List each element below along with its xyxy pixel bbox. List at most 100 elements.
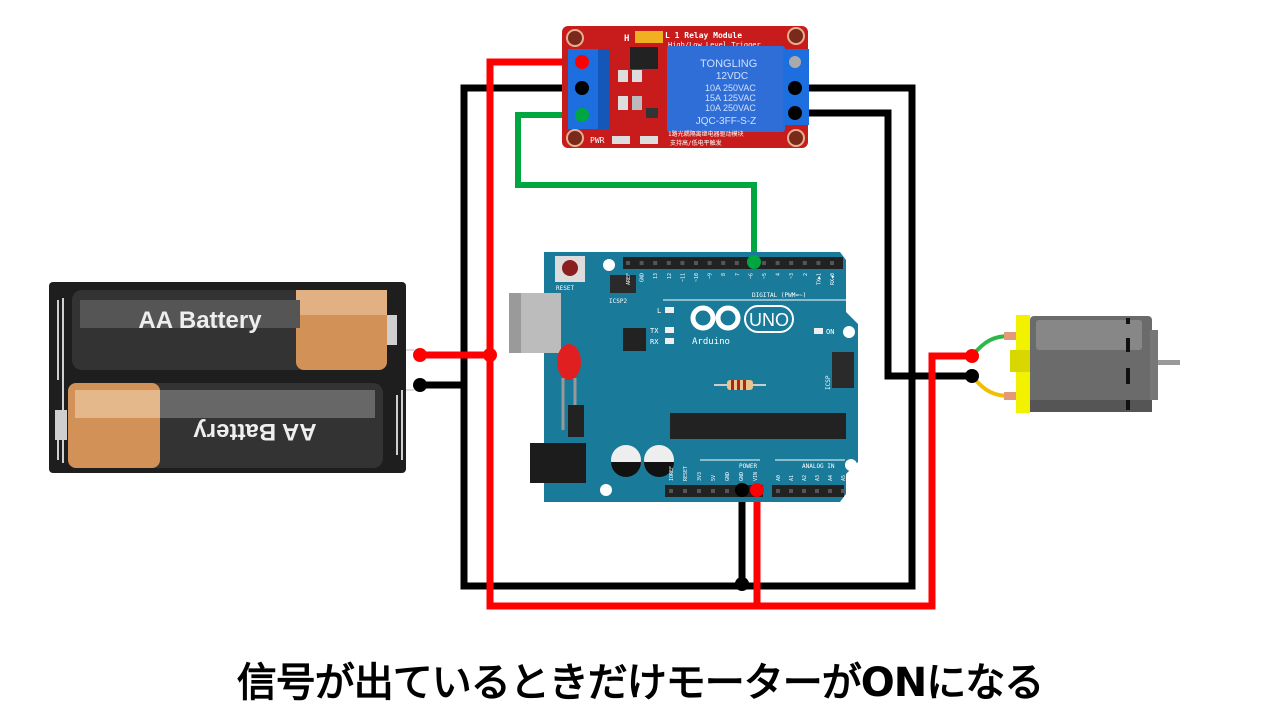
digital-pin-label-hole: [734, 261, 739, 265]
digital-pin-label: 8: [721, 273, 727, 276]
analog-pin-label: A0: [776, 475, 782, 481]
resistor: [714, 380, 766, 390]
wires: [420, 58, 972, 610]
wire-signal-d7: [515, 112, 757, 258]
dc-jack: [530, 443, 586, 483]
led-on-label: ON: [826, 328, 834, 336]
digital-pin-label-hole: [721, 261, 726, 265]
arduino-logo-text: Arduino: [692, 337, 730, 347]
wire-ground-relay-gnd: [460, 84, 916, 590]
dc-motor: [965, 315, 1180, 413]
digital-pin-label: ~11: [680, 273, 686, 282]
power-pin-label: GND: [739, 472, 745, 481]
battery-holder: AA Battery AA Battery: [49, 282, 427, 473]
analog-header: [772, 485, 844, 497]
relay-pin-gnd: [575, 81, 589, 95]
digital-pin-label: AREF: [626, 273, 632, 285]
digital-pin-label: ~6: [748, 273, 754, 279]
relay-rating-3: 10A 250VAC: [705, 103, 756, 113]
analog-pin-label-hole: [802, 489, 806, 493]
digital-pin-label-hole: [762, 261, 766, 265]
relay-pin-com: [788, 81, 802, 95]
digital-pin-label: GND: [640, 273, 646, 282]
battery-positive-terminal: [413, 348, 427, 362]
relay-body: [667, 46, 785, 132]
analog-pin-label: A4: [828, 475, 834, 481]
arduino-logo-icon: [690, 305, 741, 331]
power-pin-label-hole: [683, 489, 687, 493]
power-pin-label: IOREF: [669, 466, 675, 481]
digital-pin-label: ~5: [762, 273, 768, 279]
battery-cell-bottom: AA Battery: [55, 383, 383, 468]
digital-pin-label-hole: [680, 261, 685, 265]
analog-pin-label-hole: [789, 489, 793, 493]
digital-pin-label-hole: [789, 261, 794, 265]
diagram-caption: 信号が出ているときだけモーターがONになる: [236, 660, 1044, 706]
relay-model: JQC-3FF-S-Z: [696, 116, 757, 127]
power-pin-label: GND: [725, 472, 731, 481]
motor-negative-terminal: [965, 369, 979, 383]
analog-pin-label-hole: [815, 489, 819, 493]
digital-pin-label: 4: [776, 273, 782, 276]
analog-pin-label-hole: [841, 489, 845, 493]
power-pin-label-hole: [669, 489, 673, 493]
power-pin-label-hole: [711, 489, 715, 493]
pin-vin-connection: [750, 483, 764, 497]
junction-ground-bottom: [735, 577, 749, 591]
relay-voltage: 12VDC: [716, 71, 748, 82]
relay-cn-line1: 1路光耦隔离继电器驱动模块: [668, 130, 744, 138]
digital-pin-label: 7: [735, 273, 741, 276]
digital-pin-labels: AREF GND 13 12 ~11 ~10 ~9 8 7 ~6 ~5 4 ~3 2 TX▶1 RX◀0: [626, 261, 836, 285]
digital-pin-label: RX◀0: [830, 273, 836, 285]
motor-positive-terminal: [965, 349, 979, 363]
analog-pin-label: A5: [841, 475, 847, 481]
relay-jumper-label: H: [624, 34, 629, 44]
digital-pin-label-hole: [626, 261, 630, 265]
digital-pin-label: 2: [803, 273, 809, 276]
digital-header: [623, 257, 843, 269]
power-pin-label: 5V: [711, 475, 717, 481]
digital-pin-label-hole: [707, 261, 712, 265]
power-pin-label-hole: [725, 489, 729, 493]
digital-pin-label-hole: [653, 261, 658, 265]
digital-pin-label: TX▶1: [816, 273, 822, 285]
digital-pin-label: ~3: [789, 273, 795, 279]
led-tx-label: TX: [650, 327, 659, 335]
analog-label: ANALOG IN: [802, 463, 835, 470]
wire-power-relay-vcc: [486, 58, 972, 610]
digital-pin-label-hole: [802, 261, 807, 265]
digital-pin-label-hole: [775, 261, 780, 265]
relay-pin-vcc: [575, 55, 589, 69]
digital-pin-label: ~10: [694, 273, 700, 282]
uno-text: UNO: [749, 310, 789, 330]
led-l-label: L: [657, 307, 661, 315]
power-pin-label-hole: [697, 489, 701, 493]
relay-module: H L 1 Relay Module High/Low Level Trigge…: [562, 26, 809, 148]
voltage-regulator: [568, 405, 584, 437]
pin-gnd-connection: [735, 483, 749, 497]
relay-pin-no: [788, 106, 802, 120]
red-led: [557, 344, 581, 430]
analog-pin-label-hole: [828, 489, 832, 493]
pin-d7-connection: [747, 255, 761, 269]
digital-pin-label: ~9: [708, 273, 714, 279]
digital-label: DIGITAL (PWM=~): [752, 292, 806, 299]
power-label: POWER: [739, 463, 757, 470]
digital-pin-label-hole: [830, 261, 834, 265]
digital-pin-label-hole: [666, 261, 671, 265]
power-pin-label: 3V3: [697, 472, 703, 481]
motor-shaft: [1158, 360, 1180, 365]
relay-rating-1: 10A 250VAC: [705, 83, 756, 93]
spring-right: [396, 390, 403, 460]
power-pin-label: RESET: [683, 466, 689, 481]
analog-pin-label: A3: [815, 475, 821, 481]
digital-pin-label: 13: [653, 273, 659, 279]
led-rx-label: RX: [650, 338, 659, 346]
relay-title-line2: High/Low Level Trigger: [668, 41, 761, 49]
digital-pin-label: 12: [667, 273, 673, 279]
battery-cell-top: AA Battery: [72, 290, 397, 370]
digital-pin-label-hole: [694, 261, 698, 265]
